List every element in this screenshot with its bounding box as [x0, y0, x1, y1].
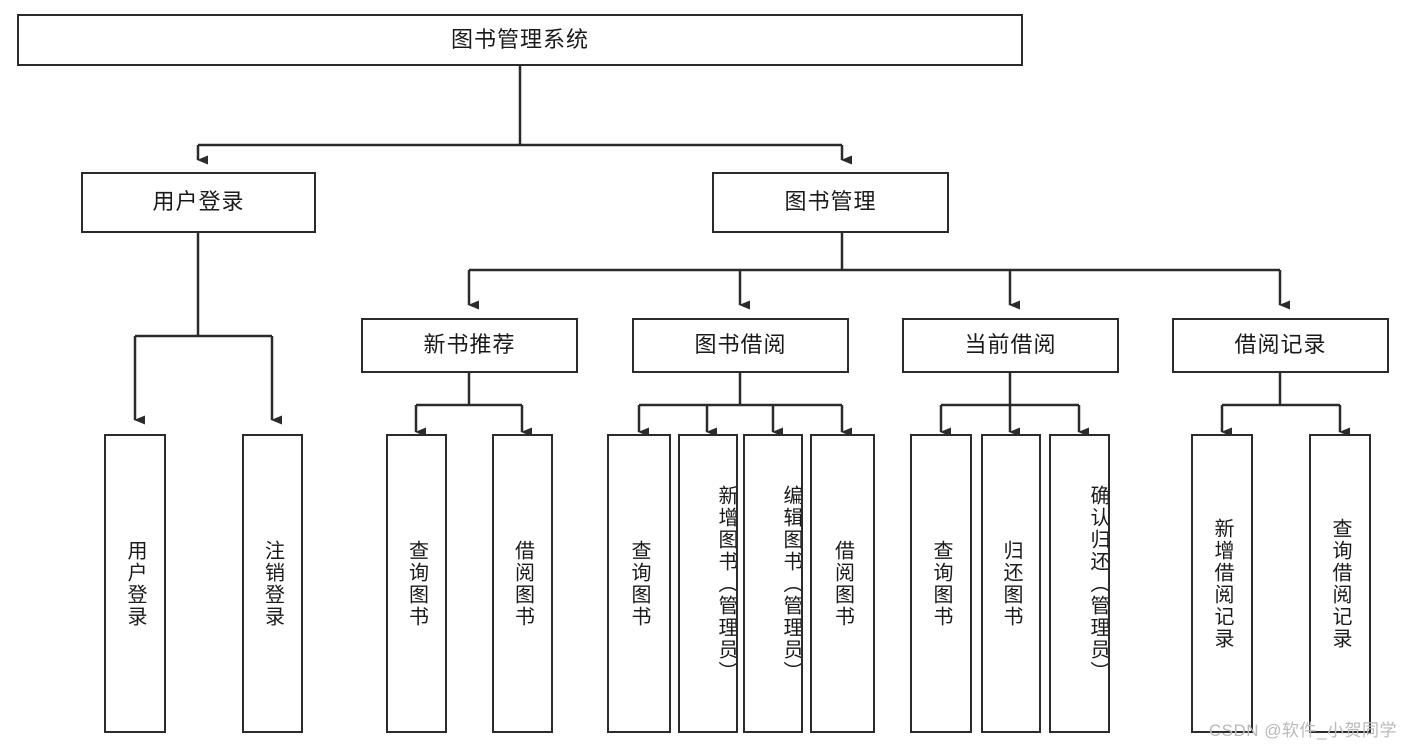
node-borrow-record[interactable]: 借阅记录 — [1172, 318, 1389, 373]
leaf-borrow-book-borrow[interactable]: 借阅图书 — [810, 434, 875, 733]
node-root[interactable]: 图书管理系统 — [17, 14, 1023, 66]
node-new-book-recommend[interactable]: 新书推荐 — [361, 318, 578, 373]
leaf-query-borrow-record[interactable]: 查询借阅记录 — [1309, 434, 1371, 733]
node-book-manage[interactable]: 图书管理 — [712, 172, 949, 233]
leaf-confirm-return-admin[interactable]: 确认归还（管理员） — [1049, 434, 1110, 733]
node-current-borrow[interactable]: 当前借阅 — [902, 318, 1119, 373]
leaf-user-login[interactable]: 用户登录 — [104, 434, 166, 733]
leaf-add-borrow-record[interactable]: 新增借阅记录 — [1191, 434, 1253, 733]
leaf-query-book-current[interactable]: 查询图书 — [910, 434, 972, 733]
leaf-query-book-recommend[interactable]: 查询图书 — [386, 434, 447, 733]
leaf-return-book[interactable]: 归还图书 — [981, 434, 1041, 733]
leaf-add-book-admin[interactable]: 新增图书（管理员） — [678, 434, 738, 733]
node-book-borrow[interactable]: 图书借阅 — [632, 318, 849, 373]
leaf-query-book-borrow[interactable]: 查询图书 — [607, 434, 671, 733]
leaf-logout[interactable]: 注销登录 — [242, 434, 303, 733]
leaf-borrow-book-recommend[interactable]: 借阅图书 — [492, 434, 553, 733]
leaf-edit-book-admin[interactable]: 编辑图书（管理员） — [743, 434, 803, 733]
node-user-login[interactable]: 用户登录 — [81, 172, 316, 233]
